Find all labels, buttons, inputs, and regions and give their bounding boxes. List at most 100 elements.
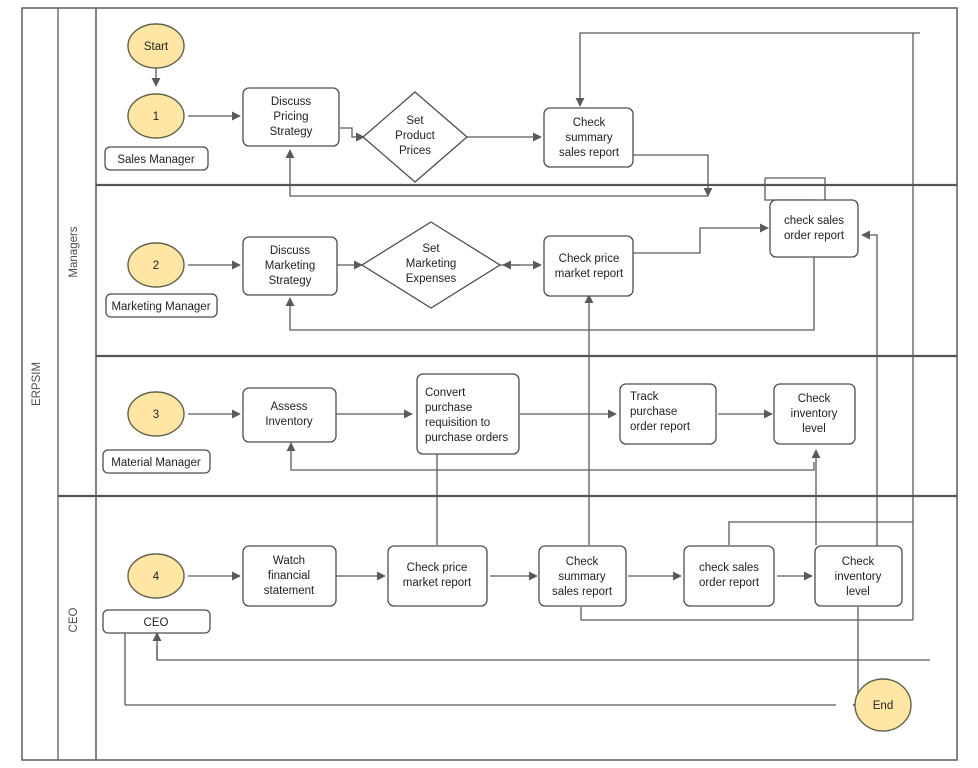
task-track-purchase-order-report-line-3: order report <box>630 421 691 433</box>
pool-title: ERPSIM <box>31 362 43 406</box>
gateway-set-marketing-expenses[interactable] <box>360 221 502 309</box>
lane-material-manager: 3 Material Manager Assess Inventory Conv… <box>102 373 856 474</box>
edge-stub-into-check-sales-order-r2 <box>764 178 814 201</box>
lane-marketing-manager: 2 Marketing Manager Discuss Marketing St… <box>105 199 859 318</box>
task-check-summary-sales-report-r1-line-2: summary <box>565 132 613 144</box>
edge-feedback-to-assess-inventory <box>286 442 815 471</box>
task-check-sales-order-report-r2-line-2: order report <box>784 230 845 242</box>
task-check-sales-order-report-r2-line-1: check sales <box>784 215 844 227</box>
task-check-summary-sales-report-r1[interactable] <box>543 107 634 168</box>
edge-check-price-r2-to-check-sales-order-r2 <box>633 223 769 254</box>
task-discuss-pricing-strategy-line-1: Discuss <box>271 96 312 108</box>
gateway-set-product-prices-line-1: Set <box>406 115 424 127</box>
task-check-inventory-level-r3[interactable] <box>773 383 856 445</box>
step-circle-2[interactable] <box>127 242 185 288</box>
task-assess-inventory-line-1: Assess <box>270 401 307 413</box>
task-convert-purchase-requisition-line-3: requisition to <box>425 417 490 429</box>
lane-group-label-ceo: CEO <box>68 607 80 632</box>
step-number-2: 2 <box>153 260 159 272</box>
task-discuss-pricing-strategy-line-2: Pricing <box>273 111 308 123</box>
actor-label-sales-manager: Sales Manager <box>117 154 195 166</box>
task-track-purchase-order-report-line-1: Track <box>630 391 659 403</box>
task-check-price-market-report-r2[interactable] <box>543 235 634 297</box>
task-watch-financial-statement-line-3: statement <box>264 585 315 597</box>
step-number-3: 3 <box>153 409 159 421</box>
task-check-summary-sales-report-r1-line-3: sales report <box>559 147 620 159</box>
task-check-inventory-level-r4-line-1: Check <box>842 556 875 568</box>
task-watch-financial-statement[interactable] <box>242 545 337 607</box>
task-check-inventory-level-r3-line-3: level <box>802 423 826 435</box>
edge-feedback-to-discuss-marketing <box>285 257 815 331</box>
edge-discuss-pricing-to-set-product-prices <box>340 127 365 142</box>
edge-feedback-to-discuss-pricing <box>285 149 708 197</box>
connectors <box>124 32 930 710</box>
lane-group-label-managers: Managers <box>68 226 80 277</box>
task-watch-financial-statement-line-2: financial <box>268 570 310 582</box>
actor-label-material-manager: Material Manager <box>111 457 201 469</box>
step-number-1: 1 <box>153 111 159 123</box>
task-assess-inventory-line-2: Inventory <box>265 416 313 428</box>
edge-ceo-return-rail <box>156 645 930 661</box>
actor-label-marketing-manager: Marketing Manager <box>111 301 210 313</box>
task-check-price-market-report-r4[interactable] <box>387 545 488 607</box>
task-check-summary-sales-report-r1-line-1: Check <box>573 117 606 129</box>
task-check-inventory-level-r3-line-1: Check <box>798 393 831 405</box>
task-convert-purchase-requisition[interactable] <box>416 373 520 455</box>
lane-ceo: 4 CEO Watch financial statement Check pr… <box>102 545 912 732</box>
task-check-sales-order-report-r4[interactable] <box>683 545 775 607</box>
actor-badge-ceo[interactable] <box>102 609 211 634</box>
step-circle-4[interactable] <box>127 553 185 599</box>
lane-sales-manager: Start 1 Sales Manager Discuss Pricing St… <box>104 23 634 183</box>
task-check-summary-sales-report-r4[interactable] <box>538 545 627 607</box>
step-circle-1[interactable] <box>127 93 185 139</box>
task-check-inventory-level-r4-line-2: inventory <box>835 571 882 583</box>
task-discuss-pricing-strategy-line-3: Strategy <box>270 126 313 138</box>
task-check-summary-sales-report-r4-line-2: summary <box>558 571 606 583</box>
gateway-set-product-prices-line-2: Product <box>395 130 435 142</box>
gateway-set-product-prices-line-3: Prices <box>399 145 431 157</box>
task-discuss-marketing-strategy-line-1: Discuss <box>270 245 311 257</box>
step-circle-3[interactable] <box>127 391 185 437</box>
edge-check-sales-order-r4-up <box>728 521 913 545</box>
pool-outline <box>21 7 958 761</box>
task-check-summary-sales-report-r4-line-3: sales report <box>552 586 613 598</box>
task-assess-inventory[interactable] <box>242 387 337 443</box>
task-check-price-market-report-r2-line-2: market report <box>555 268 624 280</box>
edge-top-return-to-check-summary-r1 <box>575 32 920 107</box>
task-track-purchase-order-report-line-2: purchase <box>630 406 677 418</box>
task-check-sales-order-report-r2[interactable] <box>769 199 859 258</box>
task-discuss-pricing-strategy[interactable] <box>242 87 340 147</box>
gateway-set-marketing-expenses-line-1: Set <box>422 243 440 255</box>
task-discuss-marketing-strategy[interactable] <box>242 236 338 296</box>
task-watch-financial-statement-line-1: Watch <box>273 555 305 567</box>
actor-badge-sales-manager[interactable] <box>104 146 209 171</box>
task-check-price-market-report-r4-line-1: Check price <box>407 562 468 574</box>
end-event[interactable] <box>854 678 912 732</box>
task-convert-purchase-requisition-line-1: Convert <box>425 387 466 399</box>
task-check-price-market-report-r4-line-2: market report <box>403 577 472 589</box>
actor-badge-material-manager[interactable] <box>102 449 211 474</box>
gateway-set-marketing-expenses-line-3: Expenses <box>406 273 457 285</box>
actor-label-ceo: CEO <box>144 617 169 629</box>
edge-check-inventory-r4-to-end <box>852 607 862 710</box>
edge-stub-top-check-sales-order-r2 <box>765 177 826 200</box>
gateway-set-product-prices[interactable] <box>362 91 468 183</box>
task-convert-purchase-requisition-line-2: purchase <box>425 402 472 414</box>
task-check-inventory-level-r4[interactable] <box>814 545 903 607</box>
edge-check-summary-r1-down <box>633 154 713 197</box>
task-track-purchase-order-report[interactable] <box>619 383 717 445</box>
task-check-summary-sales-report-r4-line-1: Check <box>566 556 599 568</box>
task-check-sales-order-report-r4-line-2: order report <box>699 577 760 589</box>
edge-check-summary-r4-bottom-loop <box>580 607 913 621</box>
task-convert-purchase-requisition-line-4: purchase orders <box>425 432 508 444</box>
task-check-sales-order-report-r4-line-1: check sales <box>699 562 759 574</box>
start-event[interactable] <box>127 23 185 69</box>
start-event-label: Start <box>144 41 169 53</box>
gateway-set-marketing-expenses-line-2: Marketing <box>406 258 457 270</box>
actor-badge-marketing-manager[interactable] <box>105 293 218 318</box>
task-discuss-marketing-strategy-line-3: Strategy <box>269 275 312 287</box>
task-discuss-marketing-strategy-line-2: Marketing <box>265 260 316 272</box>
task-check-inventory-level-r3-line-2: inventory <box>791 408 838 420</box>
